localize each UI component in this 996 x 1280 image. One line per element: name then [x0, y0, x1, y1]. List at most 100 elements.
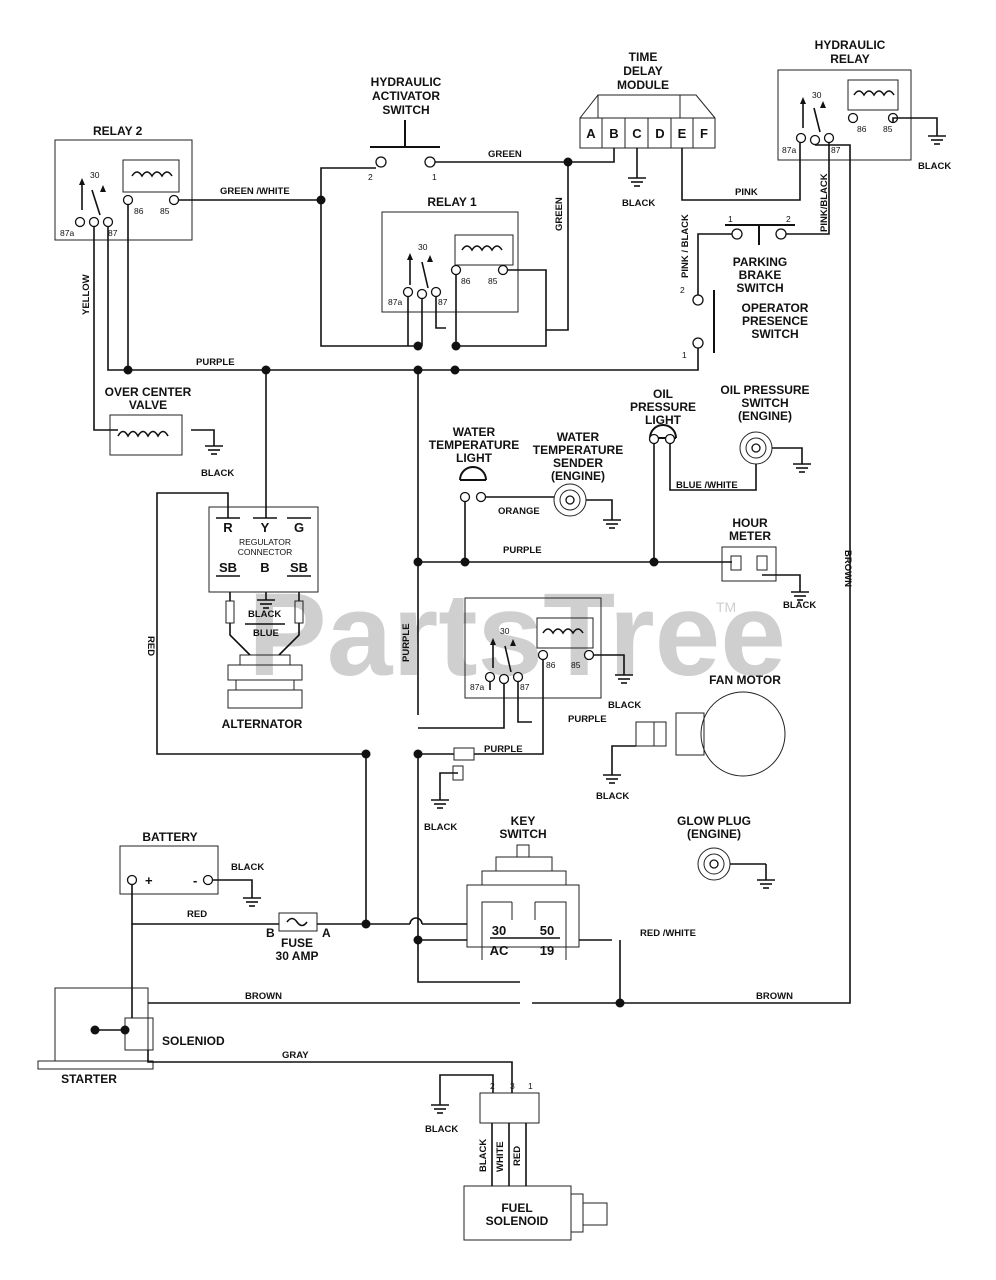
hydraulic-activator-switch: HYDRAULIC ACTIVATOR SWITCH 2 1: [368, 75, 442, 182]
relay-2: RELAY 2 30 87a 87 86 85: [54, 124, 193, 241]
svg-text:1: 1: [432, 172, 437, 182]
svg-text:1: 1: [682, 350, 687, 360]
svg-text:TM: TM: [716, 599, 736, 615]
svg-text:BLACK: BLACK: [622, 198, 655, 209]
junction-dots: [90, 157, 659, 1035]
svg-text:86: 86: [134, 206, 144, 216]
svg-text:VALVE: VALVE: [129, 398, 167, 412]
over-center-valve: OVER CENTER VALVE: [105, 385, 192, 456]
svg-text:F: F: [700, 126, 708, 141]
svg-text:BLACK: BLACK: [918, 161, 951, 172]
svg-text:87: 87: [438, 297, 448, 307]
svg-text:SB: SB: [290, 560, 308, 575]
svg-text:85: 85: [571, 660, 581, 670]
svg-text:50: 50: [540, 923, 554, 938]
svg-text:86: 86: [546, 660, 556, 670]
alternator: ALTERNATOR: [222, 600, 304, 731]
svg-text:PRESENCE: PRESENCE: [742, 314, 808, 328]
oil-pressure-light: OIL PRESSURE LIGHT: [630, 387, 696, 445]
svg-text:86: 86: [461, 276, 471, 286]
parking-brake-switch: 1 2 PARKING BRAKE SWITCH: [725, 214, 795, 295]
svg-text:BLUE: BLUE: [253, 628, 279, 639]
relay-1: RELAY 1 30 87a 87 86 85: [381, 195, 519, 313]
svg-text:BLACK: BLACK: [424, 822, 457, 833]
svg-text:87a: 87a: [470, 682, 484, 692]
svg-text:+: +: [145, 873, 153, 888]
svg-text:WATER: WATER: [557, 430, 600, 444]
svg-text:BLACK: BLACK: [478, 1139, 489, 1172]
svg-text:SENDER: SENDER: [553, 456, 603, 470]
svg-text:B: B: [609, 126, 618, 141]
svg-text:BLACK: BLACK: [231, 862, 264, 873]
svg-text:PINK: PINK: [735, 187, 758, 198]
svg-text:TIME: TIME: [629, 50, 658, 64]
svg-text:BATTERY: BATTERY: [142, 830, 197, 844]
svg-text:BLACK: BLACK: [596, 791, 629, 802]
svg-text:SOLENOID: SOLENOID: [486, 1214, 549, 1228]
svg-text:G: G: [294, 520, 304, 535]
svg-text:GREEN: GREEN: [554, 197, 565, 231]
svg-text:B: B: [260, 560, 269, 575]
svg-text:GRAY: GRAY: [282, 1050, 309, 1061]
svg-text:RED: RED: [512, 1146, 523, 1166]
svg-text:85: 85: [883, 124, 893, 134]
svg-text:ORANGE: ORANGE: [498, 506, 540, 517]
svg-text:MODULE: MODULE: [617, 78, 669, 92]
svg-text:R: R: [223, 520, 233, 535]
svg-text:REGULATOR: REGULATOR: [239, 537, 291, 547]
svg-text:LIGHT: LIGHT: [645, 413, 682, 427]
svg-text:87a: 87a: [388, 297, 402, 307]
hydraulic-relay: HYDRAULIC RELAY 30 87a 87 86 85: [777, 38, 912, 161]
svg-text:85: 85: [488, 276, 498, 286]
svg-text:FUSE: FUSE: [281, 936, 313, 950]
svg-text:RELAY: RELAY: [830, 52, 870, 66]
wire-labels: GREEN /WHITE GREEN GREEN BLACK PINK PINK…: [81, 149, 951, 1172]
fan-relay: 30 87a 87 86 85: [464, 597, 602, 699]
svg-text:TEMPERATURE: TEMPERATURE: [429, 438, 519, 452]
svg-text:87a: 87a: [60, 228, 74, 238]
svg-text:RED /WHITE: RED /WHITE: [640, 928, 696, 939]
svg-text:SWITCH: SWITCH: [751, 327, 798, 341]
svg-text:PRESSURE: PRESSURE: [630, 400, 696, 414]
svg-text:TEMPERATURE: TEMPERATURE: [533, 443, 623, 457]
svg-text:PURPLE: PURPLE: [196, 357, 235, 368]
svg-text:GREEN /WHITE: GREEN /WHITE: [220, 186, 290, 197]
svg-text:87: 87: [108, 228, 118, 238]
svg-text:AC: AC: [490, 943, 509, 958]
svg-text:SWITCH: SWITCH: [736, 281, 783, 295]
fuse: B A FUSE 30 AMP: [266, 912, 331, 963]
svg-text:BLUE /WHITE: BLUE /WHITE: [676, 480, 738, 491]
water-temperature-light: WATER TEMPERATURE LIGHT: [429, 425, 519, 503]
starter: STARTER SOLENIOD: [37, 987, 225, 1086]
svg-text:BLACK: BLACK: [608, 700, 641, 711]
svg-text:HOUR: HOUR: [732, 516, 768, 530]
key-switch: KEY SWITCH 30 50 AC 19: [466, 814, 580, 960]
svg-text:BROWN: BROWN: [842, 550, 853, 587]
svg-text:(ENGINE): (ENGINE): [551, 469, 605, 483]
glow-plug: GLOW PLUG (ENGINE): [677, 814, 751, 881]
svg-text:PURPLE: PURPLE: [484, 744, 523, 755]
svg-text:1: 1: [728, 214, 733, 224]
svg-text:SWITCH: SWITCH: [382, 103, 429, 117]
svg-text:86: 86: [857, 124, 867, 134]
svg-text:30: 30: [492, 923, 506, 938]
svg-text:1: 1: [528, 1081, 533, 1091]
svg-text:PARKING: PARKING: [733, 255, 787, 269]
svg-text:OIL PRESSURE: OIL PRESSURE: [720, 383, 809, 397]
svg-text:ACTIVATOR: ACTIVATOR: [372, 89, 440, 103]
svg-text:(ENGINE): (ENGINE): [687, 827, 741, 841]
svg-text:OIL: OIL: [653, 387, 673, 401]
svg-text:2: 2: [786, 214, 791, 224]
svg-text:BLACK: BLACK: [248, 609, 281, 620]
svg-text:D: D: [655, 126, 664, 141]
svg-text:87: 87: [520, 682, 530, 692]
svg-text:Y: Y: [261, 520, 270, 535]
svg-text:RED: RED: [187, 909, 207, 920]
svg-text:PINK / BLACK: PINK / BLACK: [680, 214, 691, 278]
svg-text:E: E: [678, 126, 687, 141]
svg-text:SOLENIOD: SOLENIOD: [162, 1034, 225, 1048]
battery: BATTERY + -: [119, 830, 219, 895]
svg-text:(ENGINE): (ENGINE): [738, 409, 792, 423]
ground-symbols: [205, 135, 946, 1114]
